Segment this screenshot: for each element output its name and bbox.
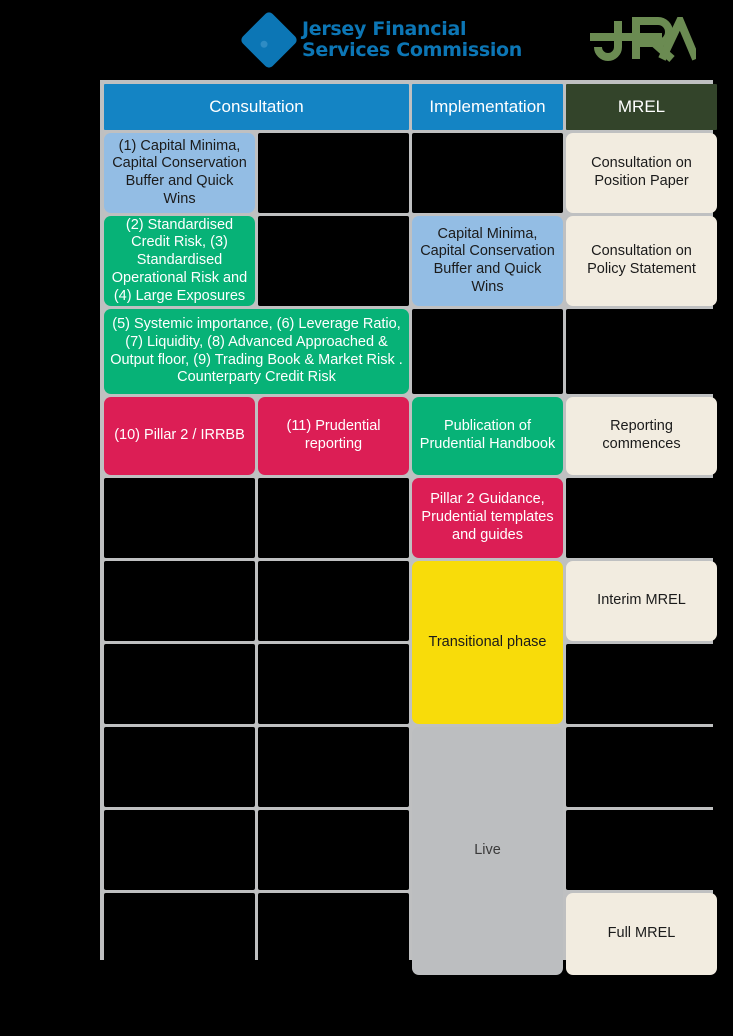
cell-r6-mrel-label: Interim MREL (597, 592, 686, 609)
jra-logo (580, 15, 700, 65)
cell-r5-implementation-label: Pillar 2 Guidance, Prudential templates … (421, 491, 554, 543)
cell-r6-consultation-a (104, 561, 255, 641)
cell-r2-implementation[interactable]: Capital Minima, Capital Conservation Buf… (412, 216, 563, 306)
cell-r2-consultation-b (258, 216, 409, 306)
cell-r5-implementation[interactable]: Pillar 2 Guidance, Prudential templates … (412, 478, 563, 558)
cell-r2-mrel-label: Consultation on Policy Statement (587, 243, 696, 277)
cell-r1-consultation-a[interactable]: (1) Capital Minima, Capital Conservation… (104, 133, 255, 213)
cell-r1-mrel[interactable]: Consultation on Position Paper (566, 133, 717, 213)
cell-r8-consultation-b (258, 727, 409, 807)
column-header-implementation-label: Implementation (429, 96, 546, 116)
cell-transitional-phase-label: Transitional phase (428, 633, 547, 650)
column-header-mrel-label: MREL (617, 96, 666, 116)
cell-r4-consultation-a-label: (10) Pillar 2 / IRRBB (114, 427, 245, 444)
cell-r1-implementation (412, 133, 563, 213)
jersey-financial-services-commission-logo: Jersey Financial Services Commission (239, 10, 522, 70)
cell-r3-consultation-span-label: (5) Systemic importance, (6) Leverage Ra… (110, 316, 403, 386)
cell-r8-mrel (566, 727, 717, 807)
cell-r7-consultation-a (104, 644, 255, 724)
jfsc-wordmark-line1: Jersey Financial (302, 18, 467, 40)
implementation-roadmap-grid: Consultation Implementation MREL (1) Cap… (100, 80, 717, 975)
cell-full-mrel-label: Full MREL (607, 925, 676, 942)
cell-r10-consultation-a (104, 893, 255, 975)
column-header-implementation: Implementation (412, 84, 563, 130)
column-header-mrel: MREL (566, 84, 717, 130)
cell-r6-consultation-b (258, 561, 409, 641)
cell-r3-implementation (412, 309, 563, 394)
cell-r5-consultation-a (104, 478, 255, 558)
cell-r4-mrel-label: Reporting commences (602, 418, 681, 452)
cell-r1-consultation-a-label: (1) Capital Minima, Capital Conservation… (112, 137, 247, 207)
cell-r4-consultation-b-label: (11) Prudential reporting (286, 418, 381, 452)
cell-r9-mrel (566, 810, 717, 890)
cell-r6-mrel[interactable]: Interim MREL (566, 561, 717, 641)
column-header-consultation-label: Consultation (209, 96, 304, 116)
cell-r5-mrel (566, 478, 717, 558)
cell-live[interactable]: Live (412, 727, 563, 975)
cell-r2-consultation-a-label: (2) Standardised Credit Risk, (3) Standa… (111, 216, 248, 304)
cell-full-mrel[interactable]: Full MREL (566, 893, 717, 975)
cell-r3-consultation-span[interactable]: (5) Systemic importance, (6) Leverage Ra… (104, 309, 409, 394)
cell-r8-consultation-a (104, 727, 255, 807)
jfsc-diamond-icon (239, 10, 299, 70)
cell-r1-mrel-label: Consultation on Position Paper (591, 155, 692, 189)
cell-r7-mrel (566, 644, 717, 724)
cell-r1-consultation-b (258, 133, 409, 213)
cell-r4-consultation-b[interactable]: (11) Prudential reporting (258, 397, 409, 475)
cell-r9-consultation-a (104, 810, 255, 890)
cell-r4-mrel[interactable]: Reporting commences (566, 397, 717, 475)
cell-r10-consultation-b (258, 893, 409, 975)
column-header-consultation: Consultation (104, 84, 409, 130)
jfsc-wordmark: Jersey Financial Services Commission (302, 20, 522, 60)
cell-transitional-phase[interactable]: Transitional phase (412, 561, 563, 724)
cell-r2-implementation-label: Capital Minima, Capital Conservation Buf… (420, 225, 555, 295)
cell-r2-mrel[interactable]: Consultation on Policy Statement (566, 216, 717, 306)
cell-r9-consultation-b (258, 810, 409, 890)
cell-r2-consultation-a[interactable]: (2) Standardised Credit Risk, (3) Standa… (104, 216, 255, 306)
cell-r7-consultation-b (258, 644, 409, 724)
jfsc-wordmark-line2: Services Commission (302, 39, 523, 61)
logo-band: Jersey Financial Services Commission (0, 0, 733, 78)
cell-r5-consultation-b (258, 478, 409, 558)
cell-r3-mrel (566, 309, 717, 394)
cell-r4-implementation[interactable]: Publication of Prudential Handbook (412, 397, 563, 475)
cell-r4-implementation-label: Publication of Prudential Handbook (419, 418, 556, 452)
cell-live-label: Live (474, 842, 501, 859)
cell-r4-consultation-a[interactable]: (10) Pillar 2 / IRRBB (104, 397, 255, 475)
